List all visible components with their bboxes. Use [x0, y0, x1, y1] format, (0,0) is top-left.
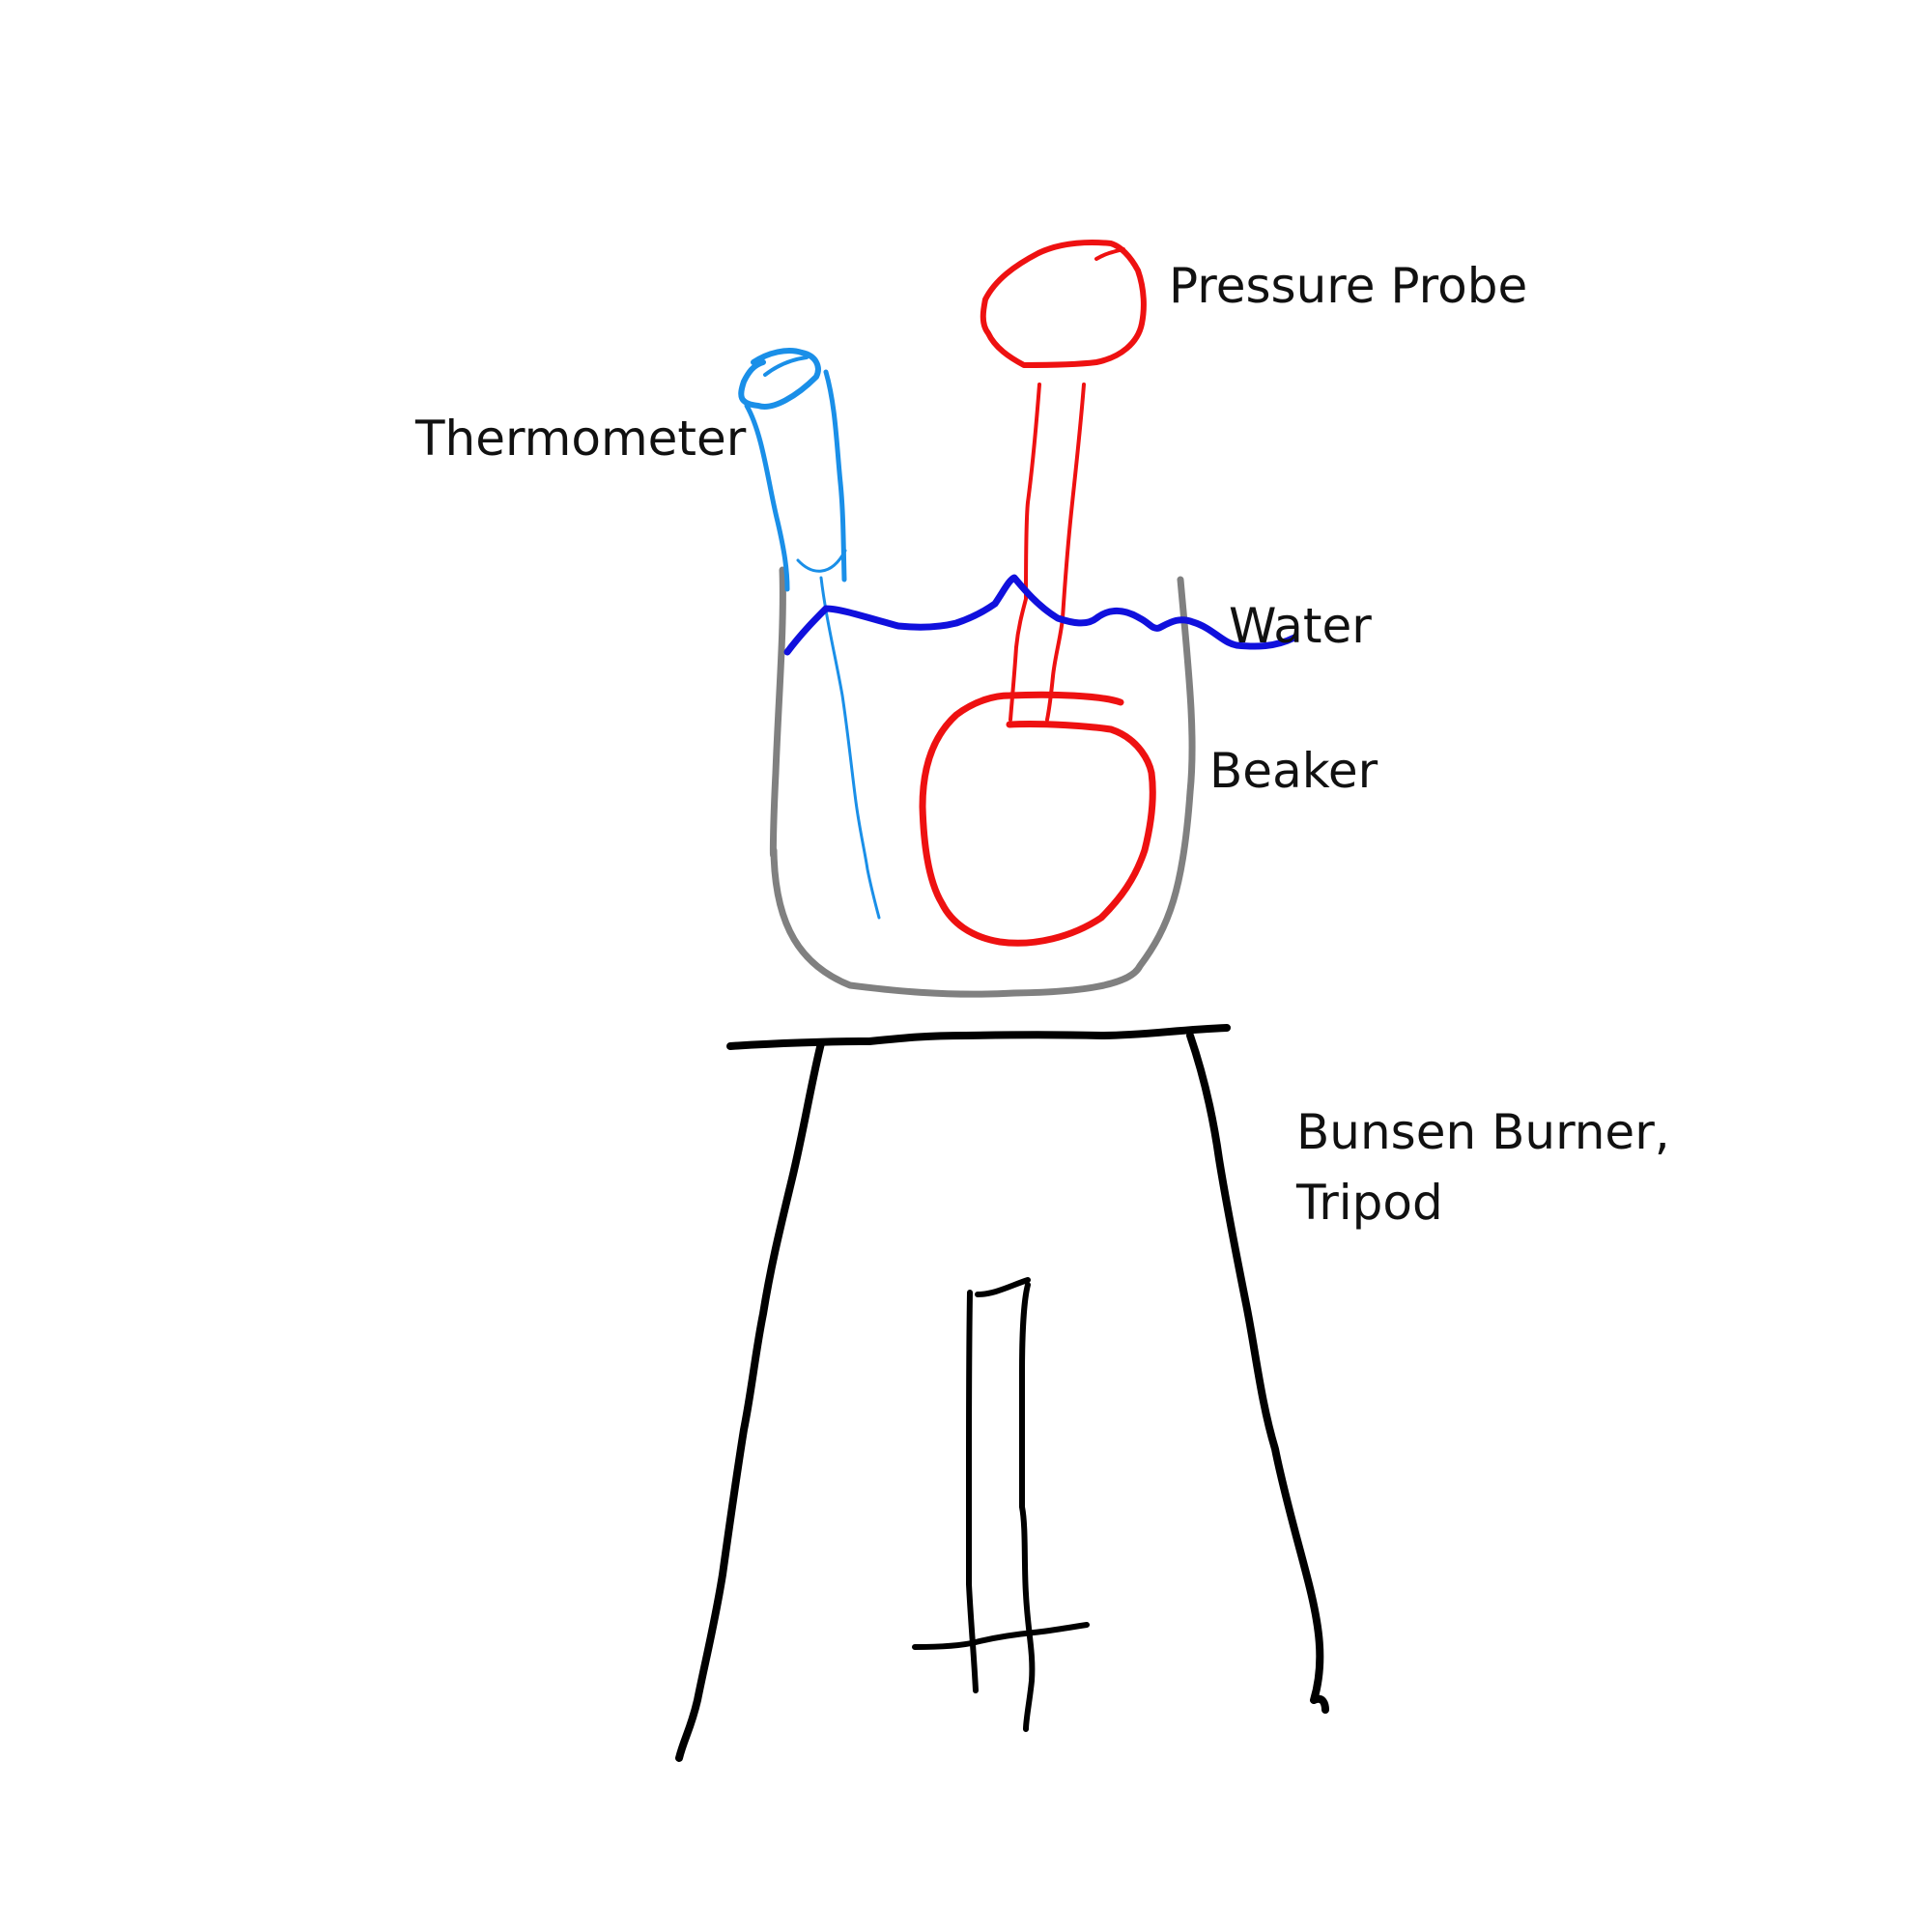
beaker [769, 566, 1196, 998]
thermometer-tube-left [744, 403, 790, 592]
thermometer [738, 348, 881, 920]
pressure-probe-gauge [980, 240, 1147, 368]
tripod-right-leg [1186, 1032, 1329, 1714]
pressure-probe-label: Pressure Probe [1169, 258, 1528, 314]
pressure-probe-tube-right [1045, 383, 1086, 722]
water-label: Water [1229, 598, 1372, 654]
tripod-top [726, 1024, 1231, 1050]
tripod [675, 1024, 1329, 1762]
pressure-probe [919, 240, 1156, 947]
water-surface [783, 574, 1298, 656]
thermometer-bulb [738, 348, 821, 410]
pressure-probe-tube-left [1009, 383, 1041, 722]
beaker-label: Beaker [1209, 743, 1378, 799]
thermometer-cap-stroke [763, 355, 809, 377]
bunsen-barrel-right [1018, 1282, 1036, 1732]
bunsen-burner-label-line1: Bunsen Burner, [1296, 1104, 1670, 1160]
bunsen-burner [912, 1277, 1090, 1732]
bunsen-burner-label-line2: Tripod [1296, 1174, 1443, 1231]
thermometer-neck [796, 549, 847, 573]
pressure-probe-glint [1094, 247, 1125, 261]
bunsen-burner-label: Bunsen Burner, Tripod [1296, 1097, 1670, 1237]
bunsen-barrel-left [965, 1290, 979, 1693]
bunsen-base [912, 1622, 1090, 1650]
thermometer-label: Thermometer [415, 411, 747, 467]
pressure-probe-bulb [919, 691, 1156, 947]
bunsen-top-lip [975, 1277, 1031, 1297]
tripod-left-leg [675, 1039, 825, 1762]
thermometer-stem [819, 576, 881, 920]
thermometer-tube-right [823, 369, 847, 582]
